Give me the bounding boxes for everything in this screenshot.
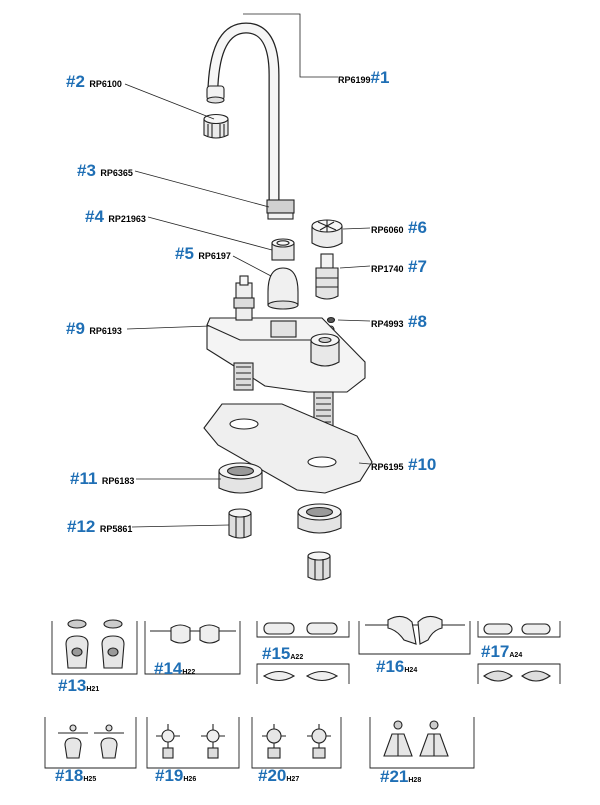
handle-number: #16 — [376, 657, 405, 676]
handle-option-17: #17A24 — [481, 643, 522, 661]
part-number: #2 — [66, 72, 85, 91]
part-number: #8 — [407, 312, 427, 331]
callout-9: #9 RP6193 — [66, 320, 122, 338]
handle-option-18: #18H25 — [55, 767, 96, 785]
handle-number: #14 — [154, 659, 183, 678]
callout-5: #5 RP6197 — [175, 245, 231, 263]
part-number: #10 — [407, 455, 437, 474]
handle-option-14: #14H22 — [154, 660, 195, 678]
callout-1: RP6199#1 — [338, 69, 389, 87]
handle-number: #17 — [481, 642, 510, 661]
part-code: RP21963 — [108, 214, 146, 224]
part-number: #7 — [407, 257, 427, 276]
part-code: RP6199 — [338, 75, 371, 85]
spout-nut-part — [271, 238, 295, 261]
part-code: RP5861 — [99, 524, 133, 534]
handle-code: H28 — [408, 777, 422, 784]
dome-part — [267, 267, 299, 310]
part-number: #11 — [70, 469, 98, 488]
handle-17-drawing — [483, 623, 551, 682]
handle-14-drawing — [150, 624, 236, 644]
part-code: RP6197 — [198, 251, 231, 261]
handle-number: #20 — [258, 766, 287, 785]
faucet-base-part — [206, 275, 366, 433]
cartridge-part — [315, 253, 339, 300]
handle-code: H25 — [83, 776, 97, 783]
handle-number: #15 — [262, 644, 291, 663]
callout-3: #3 RP6365 — [77, 162, 133, 180]
handle-code: H26 — [183, 776, 197, 783]
handle-code: H21 — [86, 686, 100, 693]
leader-lines — [124, 13, 371, 528]
handle-option-16: #16H24 — [376, 658, 417, 676]
part-number: #5 — [175, 244, 194, 263]
callout-4: #4 RP21963 — [85, 208, 146, 226]
handle-option-21: #21H28 — [380, 768, 421, 786]
handle-13-drawing — [65, 619, 125, 669]
mounting-nut-part — [218, 462, 342, 534]
bonnet-cap-part — [311, 219, 343, 249]
part-code: RP6193 — [89, 326, 122, 336]
part-number: #3 — [77, 161, 96, 180]
spout-part — [206, 22, 295, 220]
part-number: #6 — [407, 218, 427, 237]
handle-option-19: #19H26 — [155, 767, 196, 785]
handle-code: H24 — [404, 667, 418, 674]
handle-15-drawing — [262, 622, 339, 682]
handle-18-drawing — [58, 724, 124, 759]
callout-11: #11 RP6183 — [70, 470, 134, 488]
handle-16-drawing — [365, 615, 465, 645]
handle-code: A22 — [290, 654, 304, 661]
part-code: RP6365 — [100, 168, 133, 178]
handle-number: #18 — [55, 766, 84, 785]
callout-12: #12 RP5861 — [67, 518, 132, 536]
part-code: RP6100 — [89, 79, 122, 89]
handle-number: #19 — [155, 766, 184, 785]
handle-21-drawing — [383, 720, 449, 757]
handle-19-drawing — [156, 724, 225, 759]
part-code: RP1740 — [371, 264, 404, 274]
callout-7: RP1740 #7 — [371, 258, 427, 276]
handle-20-drawing — [262, 724, 331, 759]
handle-code: H22 — [182, 669, 196, 676]
handle-option-15: #15A22 — [262, 645, 303, 663]
part-number: #4 — [85, 207, 104, 226]
part-number: #12 — [67, 517, 96, 536]
part-number: #1 — [370, 68, 390, 87]
handle-code: A24 — [509, 652, 523, 659]
base-gasket-part — [203, 403, 373, 494]
handle-number: #21 — [380, 767, 409, 786]
coupling-nut-part — [228, 508, 331, 581]
handle-panels — [44, 621, 561, 769]
handle-option-20: #20H27 — [258, 767, 299, 785]
part-code: RP6183 — [101, 476, 135, 486]
part-code: RP6195 — [371, 462, 404, 472]
part-code: RP4993 — [371, 319, 404, 329]
handle-option-13: #13H21 — [58, 677, 99, 695]
handle-number: #13 — [58, 676, 87, 695]
callout-6: RP6060 #6 — [371, 219, 427, 237]
callout-8: RP4993 #8 — [371, 313, 427, 331]
callout-10: RP6195 #10 — [371, 456, 436, 474]
part-number: #9 — [66, 319, 85, 338]
aerator-part — [203, 113, 229, 139]
handle-code: H27 — [286, 776, 300, 783]
part-code: RP6060 — [371, 225, 404, 235]
callout-2: #2 RP6100 — [66, 73, 122, 91]
